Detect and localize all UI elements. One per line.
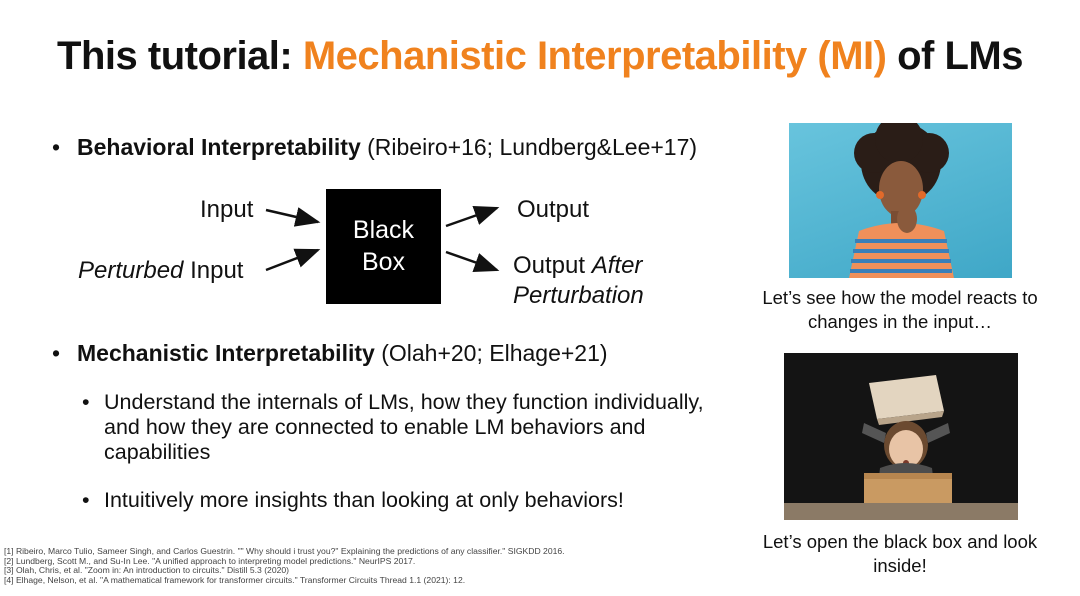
subbullet-internals-text: Understand the internals of LMs, how the… [104,390,704,464]
diagram-perturbed-input-label: Perturbed Input [78,257,243,285]
output-after-italic2: Perturbation [513,282,644,309]
subbullet-internals: • Understand the internals of LMs, how t… [82,390,704,465]
arrow-input [265,207,321,227]
bullet-dot: • [52,134,61,160]
arrow-output-after [445,250,500,272]
reference-4: [4] Elhage, Nelson, et al. "A mathematic… [4,574,466,585]
black-box: Black Box [326,189,441,304]
perturbed-italic: Perturbed [78,257,184,284]
diagram-output-label: Output [517,196,590,223]
girl-box-illustration [784,375,1018,520]
arrow-output [445,206,500,228]
bullet-behavioral-title: Behavioral Interpretability [77,134,361,160]
subbullet-insights: • Intuitively more insights than looking… [82,488,724,513]
title-prefix: This tutorial: [57,34,303,78]
caption-bottom: Let’s open the black box and look inside… [762,531,1038,576]
black-box-line1: Black [352,216,415,245]
output-after-italic1: After [591,252,643,279]
diagram-input-label: Input [200,196,254,223]
subbullet-insights-text: Intuitively more insights than looking a… [104,488,624,512]
reference-1: [1] Ribeiro, Marco Tulio, Sameer Singh, … [4,546,565,556]
girl-box-photo [784,353,1018,520]
title-highlight: Mechanistic Interpretability (MI) [302,34,887,78]
perturbed-rest: Input [183,257,244,284]
thinking-woman-photo [789,123,1012,278]
bullet-mechanistic: • Mechanistic Interpretability (Olah+20;… [52,340,608,367]
diagram-arrows [265,206,500,272]
thinking-woman-illustration [849,123,954,278]
bullet-behavioral: • Behavioral Interpretability (Ribeiro+1… [52,134,697,161]
slide-title: This tutorial: Mechanistic Interpretabil… [0,34,1080,79]
title-suffix: of LMs [886,34,1023,78]
output-after-prefix: Output [513,252,592,279]
caption-top: Let’s see how the model reacts to change… [762,287,1038,332]
bullet-mechanistic-cite: (Olah+20; Elhage+21) [374,340,608,366]
reference-2: [2] Lundberg, Scott M., and Su-In Lee. "… [4,555,416,566]
subbullet-dot: • [82,488,90,512]
reference-3: [3] Olah, Chris, et al. "Zoom in: An int… [4,565,290,576]
diagram-output-after-label: Output After Perturbation [513,251,644,311]
black-box-diagram: Input Perturbed Input Black Box Output O… [60,180,700,320]
arrow-perturbed-input [265,248,321,272]
bullet-mechanistic-title: Mechanistic Interpretability [77,340,375,366]
references: [1] Ribeiro, Marco Tulio, Sameer Singh, … [4,546,565,585]
bullet-dot: • [52,340,61,366]
bullet-behavioral-cite: (Ribeiro+16; Lundberg&Lee+17) [360,134,698,160]
black-box-line2: Box [361,247,406,276]
subbullet-dot: • [82,390,90,414]
